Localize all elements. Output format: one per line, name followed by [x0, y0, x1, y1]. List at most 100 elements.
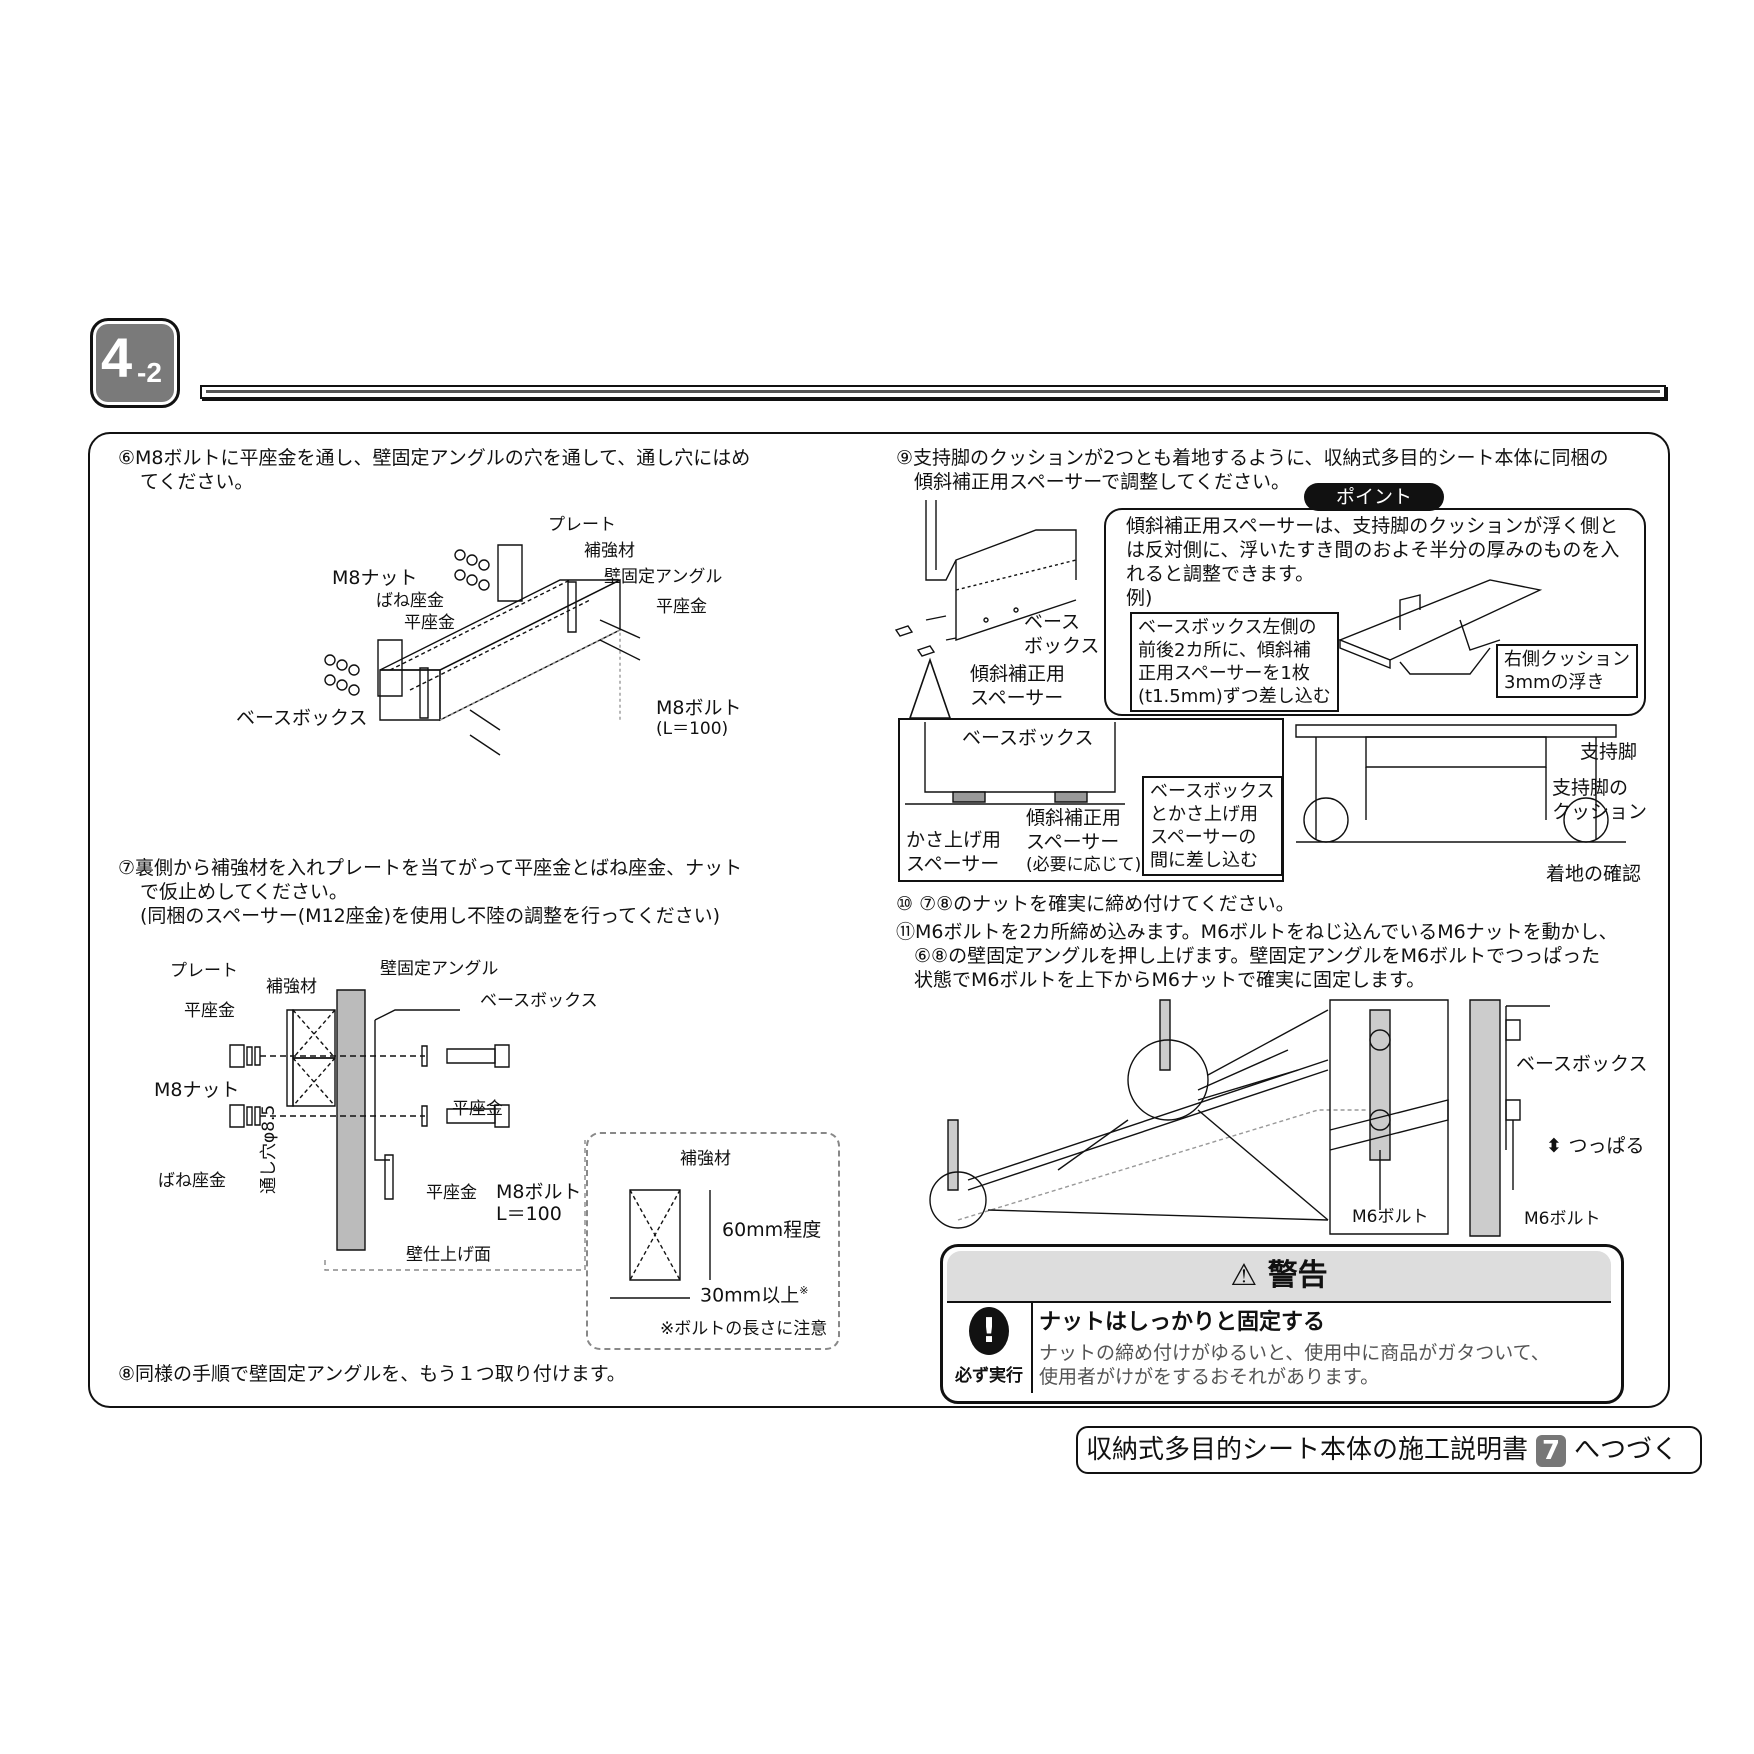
detail-height-label: 60mm程度: [722, 1219, 822, 1241]
fig11-m6bolt-label-1: M6ボルト: [1352, 1207, 1429, 1227]
warning-box: ⚠ 警告 ! 必ず実行 ナットはしっかりと固定する ナットの締め付けがゆるいと、…: [940, 1244, 1624, 1404]
fig7-illustration: [225, 990, 645, 1260]
step8-text: ⑧同様の手順で壁固定アングルを、もう１つ取り付けます。: [118, 1363, 626, 1385]
warning-must-cell: ! 必ず実行: [947, 1303, 1033, 1393]
fig11-m6bolt-label-2: M6ボルト: [1524, 1209, 1601, 1229]
exclamation-icon: !: [969, 1307, 1009, 1355]
stiffener-detail-box: [586, 1132, 840, 1350]
fig11-side-drawing: [1470, 1000, 1550, 1236]
point-box1-line4: (t1.5mm)ずつ差し込む: [1138, 686, 1331, 707]
step11-line3: 状態でM6ボルトを上下からM6ナットで確実に固定します。: [914, 969, 1426, 991]
footer-text1: 収納式多目的シート本体の施工説明書: [1086, 1435, 1529, 1465]
fig7-m8bolt-length: L＝100: [496, 1203, 562, 1225]
fig9-lift-spacer-label-1: かさ上げ用: [906, 829, 1002, 851]
fig9-detail-spacer-label-2: スペーサー: [1026, 831, 1120, 853]
fig9-insert-line4: 間に差し込む: [1150, 850, 1258, 871]
point-line1: 傾斜補正用スペーサーは、支持脚のクッションが浮く側と: [1126, 515, 1619, 537]
fig7-m8nut-label: M8ナット: [154, 1079, 240, 1101]
fig6-spring-washer-label: ばね座金: [376, 591, 444, 611]
point-box1-line2: 前後2カ所に、傾斜補: [1138, 640, 1311, 661]
fig6-flat-washer-left-label: 平座金: [404, 613, 455, 633]
fig11-closeup-drawing: [1330, 1000, 1450, 1236]
fig7-flat-washer2-label: 平座金: [452, 1099, 503, 1119]
stiffener-detail-drawing: [600, 1180, 730, 1310]
fig11-push-arrow-icon: ⬍: [1546, 1135, 1569, 1157]
fig9-cushion-label-1: 支持脚の: [1552, 777, 1629, 799]
fig9-insert-line3: スペーサーの: [1150, 827, 1257, 848]
point-box1-line1: ベースボックス左側の: [1138, 617, 1317, 638]
fig9-base-box-drawing: [896, 500, 1086, 700]
fig9-leg-label: 支持脚: [1580, 741, 1638, 763]
fig7-hole-label: 通し穴φ8.5: [259, 1104, 279, 1194]
warning-body: ! 必ず実行 ナットはしっかりと固定する ナットの締め付けがゆるいと、使用中に商…: [947, 1303, 1611, 1393]
warning-body-line2: 使用者がけがをするおそれがあります。: [1039, 1366, 1380, 1388]
fig6-illustration: [320, 520, 700, 770]
warning-headline: ナットはしっかりと固定する: [1039, 1310, 1326, 1335]
footer-text2: へつづく: [1574, 1435, 1679, 1465]
footer-page-badge: 7: [1536, 1434, 1567, 1467]
fig9-spacer-label-2: スペーサー: [970, 687, 1064, 709]
fig11-push-text: つっぱる: [1568, 1135, 1645, 1157]
content-frame: [88, 432, 1670, 1408]
fig9-base-box-label-2: ボックス: [1024, 635, 1100, 657]
fig6-plate-label: プレート: [548, 515, 616, 535]
fig11-wrench-drawing: [898, 1000, 1458, 1240]
fig6-m8bolt-label: M8ボルト: [656, 697, 742, 719]
fig6-m8nut-label: M8ナット: [332, 567, 418, 589]
detail-width-label: 30mm以上※: [700, 1284, 809, 1307]
fig11-base-box-label: ベースボックス: [1516, 1053, 1648, 1075]
fig7-spring-washer-label: ばね座金: [158, 1171, 226, 1191]
fig11-push-label: ⬍ つっぱる: [1546, 1134, 1645, 1159]
step7-line3: (同梱のスペーサー(M12座金)を使用し不陸の調整を行ってください): [140, 905, 720, 927]
fig7-m8bolt-label: M8ボルト: [496, 1181, 582, 1203]
section-subnumber: -2: [137, 357, 162, 388]
fig9-spacer-label-1: 傾斜補正用: [970, 663, 1066, 685]
fig9-detail-drawing: [905, 722, 1125, 822]
point-example-box1: ベースボックス左側の 前後2カ所に、傾斜補 正用スペーサーを1枚 (t1.5mm…: [1130, 612, 1339, 712]
fig9-base-box-label-1: ベース: [1024, 611, 1081, 633]
detail-width-mark: ※: [799, 1284, 809, 1297]
step7-line2: で仮止めしてください。: [140, 881, 348, 903]
fig6-base-box-label: ベースボックス: [236, 707, 368, 729]
warning-triangle-icon: ⚠: [1230, 1258, 1258, 1293]
fig9-insert-box: ベースボックス とかさ上げ用 スペーサーの 間に差し込む: [1142, 776, 1283, 876]
fig7-flat-washer3-label: 平座金: [426, 1183, 477, 1203]
fig7-base-box-label: ベースボックス: [480, 991, 598, 1011]
point-box2-line1: 右側クッション: [1504, 649, 1630, 670]
fig7-flat-washer-label: 平座金: [184, 1001, 235, 1021]
point-line3: れると調整できます。: [1126, 563, 1315, 585]
step11-line2: ⑥⑧の壁固定アングルを押し上げます。壁固定アングルをM6ボルトでつっぱった: [914, 945, 1601, 967]
fig7-angle-label: 壁固定アングル: [380, 959, 499, 979]
step10-text: ⑩ ⑦⑧のナットを確実に締め付けてください。: [896, 893, 1295, 915]
step6-line2: てください。: [140, 471, 254, 493]
step9-line2: 傾斜補正用スペーサーで調整してください。: [914, 471, 1291, 493]
fig6-stiffener-label: 補強材: [584, 541, 635, 561]
fig9-landing-label: 着地の確認: [1546, 863, 1642, 885]
point-seat-drawing: [1340, 570, 1540, 680]
point-box2-line2: 3mmの浮き: [1504, 672, 1605, 693]
detail-stiffener-label: 補強材: [680, 1149, 731, 1169]
warning-title: 警告: [1267, 1258, 1328, 1293]
warning-header: ⚠ 警告: [947, 1251, 1611, 1303]
point-label: ポイント: [1304, 483, 1444, 511]
fig9-insert-line2: とかさ上げ用: [1150, 804, 1258, 825]
header-rule: [200, 385, 1666, 399]
step7-line1: ⑦裏側から補強材を入れプレートを当てがって平座金とばね座金、ナット: [118, 857, 743, 879]
detail-note: ※ボルトの長さに注意: [660, 1319, 828, 1339]
fig9-detail-spacer-label-3: (必要に応じて): [1026, 855, 1142, 875]
section-badge: 4 -2: [90, 318, 180, 408]
step6-line1: ⑥M8ボルトに平座金を通し、壁固定アングルの穴を通して、通し穴にはめ: [118, 447, 751, 469]
fig9-callout-pointer: [900, 660, 960, 720]
fig7-plate-label: プレート: [170, 961, 238, 981]
fig9-detail-base-box-label: ベースボックス: [962, 727, 1094, 749]
fig9-cushion-label-2: クッション: [1552, 801, 1648, 823]
fig9-insert-line1: ベースボックス: [1150, 781, 1275, 802]
fig6-flat-washer-right-label: 平座金: [656, 597, 707, 617]
fig6-angle-label: 壁固定アングル: [604, 567, 723, 587]
point-box1-line3: 正用スペーサーを1枚: [1138, 663, 1310, 684]
fig7-stiffener-label: 補強材: [266, 977, 317, 997]
warning-must-label: 必ず実行: [955, 1366, 1023, 1386]
warning-body-line1: ナットの締め付けがゆるいと、使用中に商品がガタついて、: [1039, 1342, 1550, 1364]
fig6-m8bolt-length: (L＝100): [656, 719, 729, 739]
